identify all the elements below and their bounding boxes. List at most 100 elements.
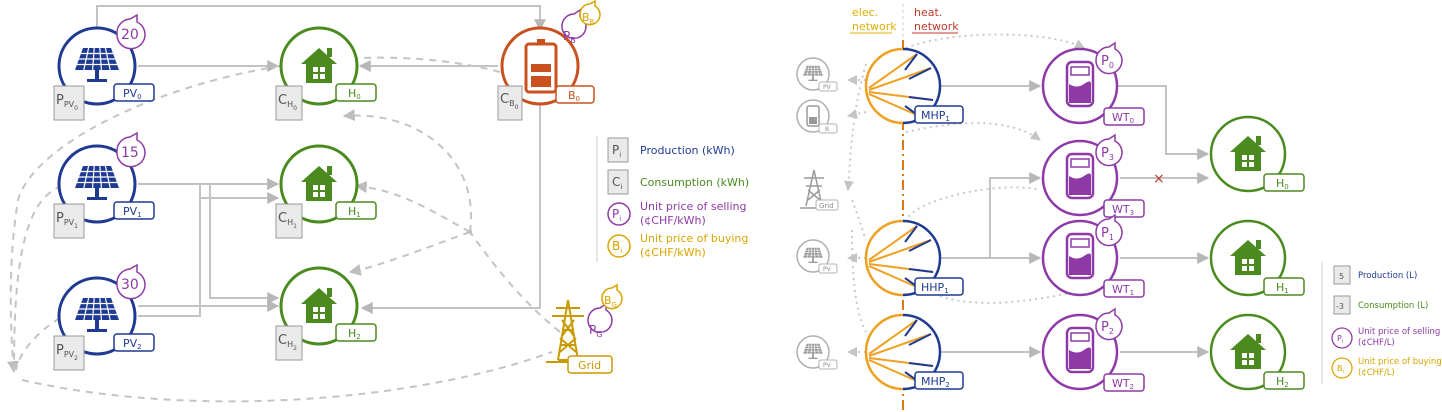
legend-text: Unit price of buying — [1358, 357, 1442, 367]
tank-sell-price: P1 — [1101, 226, 1114, 242]
battery-consumption-box — [497, 85, 523, 121]
house-icon — [1230, 240, 1266, 275]
pv-production-box — [53, 85, 85, 121]
house-tag: H2 — [1276, 375, 1289, 389]
transmission-tower-icon — [800, 169, 828, 209]
heat-pump-unit: MHP1 — [864, 47, 964, 125]
grid-sell-price-badge — [587, 302, 613, 334]
right-solid-flows — [940, 80, 1210, 358]
battery-tag: B0 — [568, 89, 580, 103]
heat-pump-tag-box — [914, 371, 964, 390]
house-tag-box — [1263, 371, 1305, 390]
legend-symbol: Pi — [612, 207, 621, 223]
tank-price-badge — [1095, 133, 1123, 167]
heat-pump-unit: HHP1 — [864, 219, 964, 297]
heat-network-label: heat. — [914, 6, 942, 19]
pv-tag-box — [113, 333, 155, 352]
pv-price-badge — [116, 263, 146, 300]
heat-pump-icon — [868, 225, 934, 289]
house-consumption: CH0 — [278, 93, 297, 112]
right-house-unit: H2 — [1209, 313, 1305, 391]
pv-price-badge — [116, 131, 146, 168]
legend-symbol: Pi — [1337, 334, 1343, 345]
tank-tag: WT3 — [1112, 203, 1134, 217]
pv-sell-price: 30 — [121, 277, 139, 293]
elec-network-label-2: network — [852, 20, 897, 33]
solar-panel-icon — [75, 297, 119, 332]
water-tank-icon — [1065, 232, 1095, 280]
tank-tag-box — [1103, 199, 1145, 218]
legend-symbol: 5 — [1339, 272, 1344, 281]
legend-symbol: Bi — [612, 239, 622, 255]
house-tag-box — [335, 201, 377, 220]
grid-tag-box — [567, 355, 613, 374]
battery-icon — [524, 39, 558, 94]
tank-tag: WT0 — [1112, 111, 1134, 125]
heat-pump-tag-box — [914, 105, 964, 124]
legend-item: Pi Unit price of selling(¢CHF/kWh) — [607, 200, 746, 227]
heat-pump-unit: MHP2 — [864, 313, 964, 391]
tank-sell-price: P3 — [1101, 146, 1114, 162]
pv-sell-price: 15 — [121, 145, 139, 161]
right-diagram: elec. network heat. network × — [796, 4, 1442, 412]
house-icon — [301, 48, 337, 83]
house-tag: H1 — [348, 205, 361, 219]
tank-tag: WT2 — [1112, 377, 1134, 391]
transmission-tower-icon — [546, 299, 590, 363]
heat-pump-tag: MHP2 — [921, 375, 950, 389]
tank-price-badge — [1095, 307, 1123, 341]
house-consumption-box — [275, 203, 303, 239]
pv-production: PPV1 — [56, 211, 78, 230]
heat-network-label-2: network — [914, 20, 959, 33]
heat-pump-icon — [868, 319, 934, 383]
pv-tag-box — [113, 201, 155, 220]
tank-tag-box — [1103, 279, 1145, 298]
legend-text: Production (L) — [1358, 271, 1417, 281]
left-solid-flows — [96, 5, 546, 317]
pv-tag: PV0 — [123, 87, 142, 101]
house-tag-box — [335, 323, 377, 342]
tank-tag: WT1 — [1112, 283, 1134, 297]
small-grid-source: Grid — [800, 169, 839, 211]
blocked-flow-icon: × — [1153, 171, 1165, 187]
solar-panel-icon — [803, 65, 823, 81]
pv-tag-box — [113, 83, 155, 102]
small-pv-source: PV — [796, 335, 838, 370]
pv-tag: PV1 — [123, 205, 142, 219]
house-consumption-box — [275, 85, 303, 121]
legend-text: Unit price of selling — [1358, 327, 1440, 337]
legend-symbol: Bi — [1337, 364, 1344, 375]
solar-panel-icon — [803, 343, 823, 359]
tank-sell-price: P0 — [1101, 54, 1114, 70]
tank-price-badge — [1095, 41, 1123, 75]
small-pv-label: PV — [823, 362, 832, 369]
battery-tag-box — [555, 85, 595, 104]
battery-buy-price-badge — [579, 0, 601, 26]
legend-text: Unit price of selling — [640, 200, 746, 213]
battery-icon — [806, 105, 820, 127]
small-pv-source: PV — [796, 57, 838, 92]
solar-panel-icon — [803, 247, 823, 263]
small-battery-source: B — [796, 99, 838, 134]
legend-text-2: (¢CHF/kWh) — [640, 214, 706, 227]
pv-price-badge — [116, 13, 146, 50]
pv-production-box — [53, 335, 85, 371]
heat-pump-tag: HHP1 — [921, 281, 949, 295]
pv-tag: PV2 — [123, 337, 142, 351]
